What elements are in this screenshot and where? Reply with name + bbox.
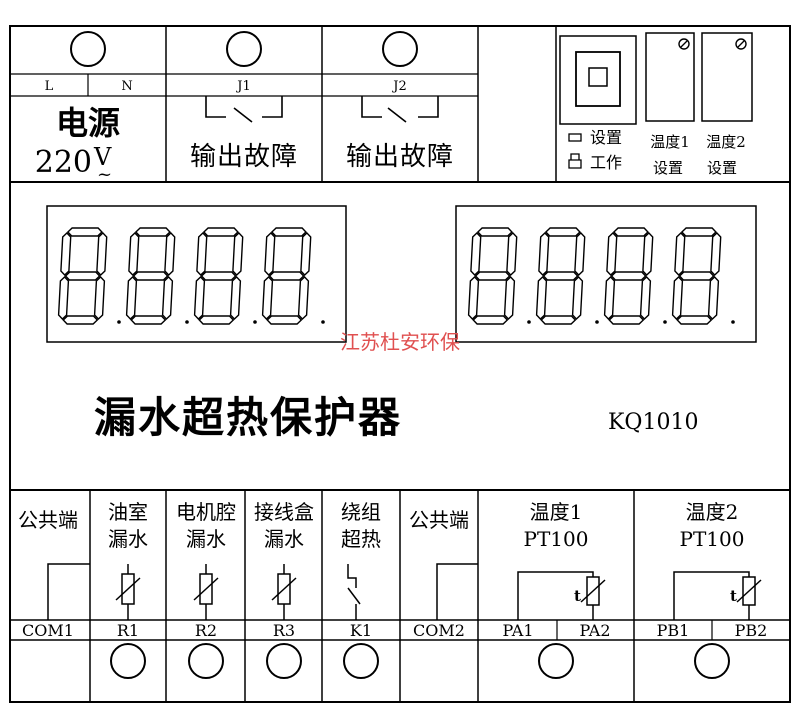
power-terminal-screw[interactable] <box>70 31 106 67</box>
terminal-screw-pb[interactable] <box>694 643 730 679</box>
terminal-r3: R3 <box>273 621 295 640</box>
r3-title-line2: 漏水 <box>264 527 304 551</box>
r1-title-line2: 漏水 <box>108 527 148 551</box>
temp2-title: 温度2 <box>706 133 746 151</box>
terminal-screw-r3[interactable] <box>266 643 302 679</box>
setting-indicator-icon <box>568 133 582 142</box>
svg-text:t: t <box>730 587 737 605</box>
product-model: KQ1010 <box>608 410 698 435</box>
r2-title-line1: 电机腔 <box>176 500 236 524</box>
relay-j2-label: J2 <box>391 79 406 94</box>
setting-button-frame <box>559 35 637 125</box>
terminal-pb1: PB1 <box>657 621 690 640</box>
relay-j1-contact-symbol <box>205 96 283 123</box>
k1-title-line1: 绕组 <box>341 500 381 524</box>
left-display-digit-2 <box>125 227 189 325</box>
right-display-digit-3 <box>603 227 667 325</box>
bottom-terminal-strip <box>10 489 790 702</box>
k1-title-line2: 超热 <box>341 527 381 551</box>
temp2-setting-label: 设置 <box>707 159 737 177</box>
k1-thermal-switch-symbol <box>347 564 361 620</box>
temp2-potentiometer[interactable] <box>735 38 747 50</box>
com2-title: 公共端 <box>409 508 469 532</box>
left-seven-segment-display <box>57 227 325 325</box>
r1-sensor-symbol <box>115 564 141 620</box>
left-display-digit-3 <box>193 227 257 325</box>
r2-sensor-symbol <box>193 564 219 620</box>
temp2-pot-slot <box>737 40 745 48</box>
terminal-pb2: PB2 <box>735 621 768 640</box>
pb-pt100-symbol: t <box>673 571 762 620</box>
pa-title-line2: PT100 <box>524 527 589 551</box>
pa-pt100-symbol: t <box>517 571 606 620</box>
terminal-r2: R2 <box>195 621 217 640</box>
setting-indicator-label: 设置 <box>590 128 622 147</box>
temp2-pot-frame <box>701 32 753 122</box>
top-terminal-strip <box>10 26 790 183</box>
relay-j2-section: J2 输出故障 <box>346 31 454 172</box>
pa-title-line1: 温度1 <box>530 500 583 524</box>
relay-j1-fault-label: 输出故障 <box>190 142 298 172</box>
right-display-digit-4 <box>671 227 735 325</box>
left-display-digit-1 <box>57 227 121 325</box>
terminal-screw-r1[interactable] <box>110 643 146 679</box>
relay-j2-contact-symbol <box>361 96 439 123</box>
terminal-k1: K1 <box>350 621 372 640</box>
terminal-com2: COM2 <box>413 621 465 640</box>
relay-j1-terminal-screw[interactable] <box>226 31 262 67</box>
relay-j1-label: J1 <box>235 79 250 94</box>
right-display-digit-2 <box>535 227 599 325</box>
terminal-screw-pa[interactable] <box>538 643 574 679</box>
watermark: 江苏杜安环保 <box>340 330 460 354</box>
control-area: 设置 工作 温度1 设置 温度2 设置 <box>559 32 753 177</box>
setting-button[interactable] <box>575 51 621 107</box>
power-voltage: 220 <box>35 145 92 180</box>
temp1-potentiometer[interactable] <box>678 38 690 50</box>
working-indicator-label: 工作 <box>590 153 622 172</box>
com1-title: 公共端 <box>18 508 78 532</box>
relay-j2-terminal-screw[interactable] <box>382 31 418 67</box>
right-display-frame <box>455 205 757 343</box>
product-title: 漏水超热保护器 <box>94 393 402 442</box>
right-display-digit-1 <box>467 227 531 325</box>
relay-j1-section: J1 输出故障 <box>190 31 298 172</box>
com1-wire <box>47 563 90 620</box>
pb-title-line1: 温度2 <box>686 500 739 524</box>
temp1-setting-label: 设置 <box>653 159 683 177</box>
terminal-r1: R1 <box>117 621 139 640</box>
ac-symbol: ~ <box>97 164 112 185</box>
working-indicator-icon <box>568 153 582 169</box>
left-display-digit-4 <box>261 227 325 325</box>
power-voltage-unit: V <box>93 143 112 171</box>
power-title: 电源 <box>56 104 120 142</box>
terminal-screw-r2[interactable] <box>188 643 224 679</box>
terminal-pa1: PA1 <box>502 621 533 640</box>
terminal-pa2: PA2 <box>579 621 610 640</box>
right-seven-segment-display <box>467 227 735 325</box>
terminal-n-label: N <box>121 79 132 94</box>
terminal-l-label: L <box>45 79 54 94</box>
left-display-frame <box>46 205 347 343</box>
terminal-com1: COM1 <box>22 621 74 640</box>
relay-j2-fault-label: 输出故障 <box>346 142 454 172</box>
r2-title-line2: 漏水 <box>186 527 226 551</box>
r1-title-line1: 油室 <box>108 500 148 524</box>
pb-title-line2: PT100 <box>680 527 745 551</box>
svg-text:t: t <box>574 587 581 605</box>
terminal-screw-k1[interactable] <box>343 643 379 679</box>
com2-wire <box>436 563 478 620</box>
r3-title-line1: 接线盒 <box>254 500 314 524</box>
temp1-pot-frame <box>645 32 695 122</box>
temp1-title: 温度1 <box>650 133 690 151</box>
setting-button-inner <box>588 67 608 87</box>
power-section: L N 电源 220 V ~ <box>35 31 133 185</box>
r3-sensor-symbol <box>271 564 297 620</box>
temp1-pot-slot <box>680 40 688 48</box>
